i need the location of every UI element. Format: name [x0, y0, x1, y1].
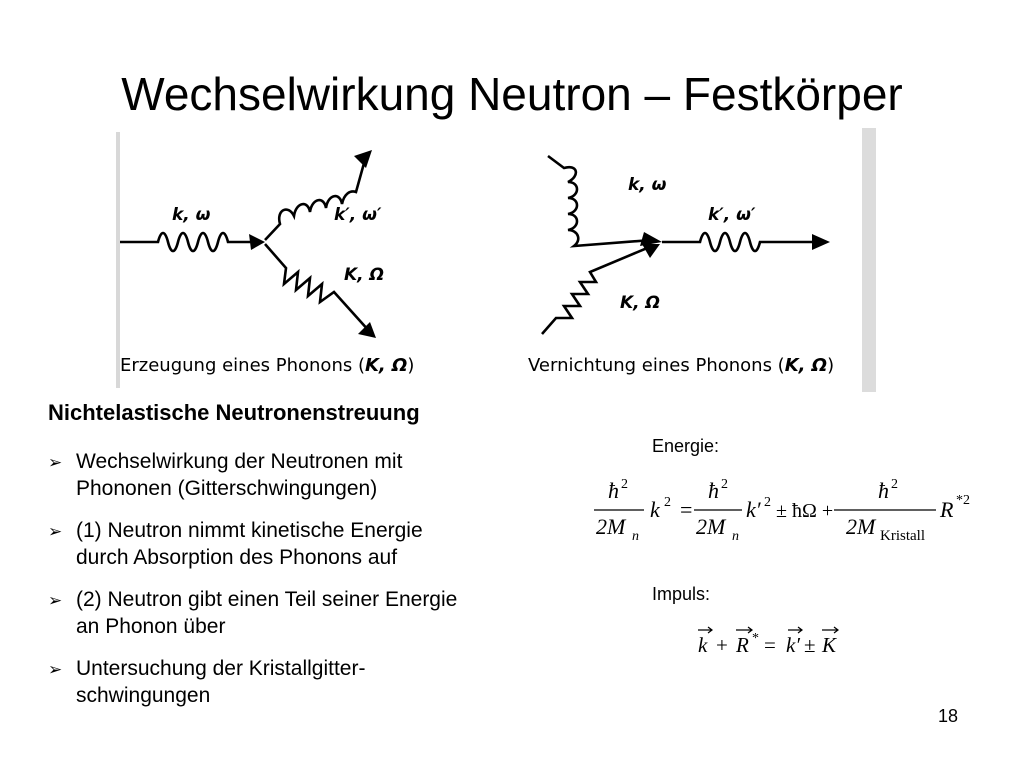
list-item-line: an Phonon über — [76, 615, 226, 638]
slide-title: Wechselwirkung Neutron – Festkörper — [121, 68, 903, 120]
energy-formula: ħ 2 2M n k 2 = ħ 2 2M n k′ 2 ± ħΩ + ħ 2 … — [594, 477, 970, 544]
outgoing-neutron-line — [662, 231, 812, 253]
star-superscript: * — [752, 631, 759, 646]
phonon-line — [541, 244, 653, 335]
list-item-line: Untersuchung der Kristallgitter- — [76, 657, 366, 680]
exponent: 2 — [664, 495, 671, 510]
mass-denominator: 2M — [596, 514, 627, 539]
list-item: ➢ (1) Neutron nimmt kinetische Energie d… — [48, 517, 568, 571]
section-heading: Nichtelastische Neutronenstreuung — [48, 400, 420, 425]
bullet-list: ➢ Wechselwirkung der Neutronen mit Phono… — [48, 448, 568, 724]
caption-symbol: K, Ω — [365, 355, 407, 376]
arrow-bullet-icon: ➢ — [48, 591, 63, 610]
momentum-label: Impuls: — [652, 584, 711, 604]
phonon-label: K, Ω — [620, 293, 660, 313]
caption-close: ) — [407, 355, 414, 376]
hbar-symbol: ħ — [608, 478, 619, 503]
k-symbol: k — [650, 497, 661, 522]
caption-text: Vernichtung eines Phonons ( — [528, 355, 785, 376]
r-star-symbol: R — [939, 497, 954, 522]
vector-arrow — [822, 626, 839, 634]
arrow-bullet-icon: ➢ — [48, 522, 63, 541]
caption-phonon-annihilation: Vernichtung eines Phonons (K, Ω) — [528, 355, 834, 376]
exponent: 2 — [891, 477, 898, 492]
phonon-wave-vector: K — [821, 633, 837, 657]
energy-label: Energie: — [652, 436, 720, 456]
outgoing-arrowhead — [812, 234, 830, 250]
phonon-arrowhead — [642, 244, 660, 258]
equals-sign: = — [764, 633, 776, 657]
list-item-line: Phononen (Gitterschwingungen) — [76, 477, 378, 500]
k-prime-symbol: k′ — [746, 497, 762, 522]
outgoing-label: k′, ω′ — [708, 205, 756, 225]
list-item-line: (1) Neutron nimmt kinetische Energie — [76, 519, 423, 542]
scan-edge-left — [116, 132, 120, 388]
subscript: n — [732, 529, 739, 544]
exponent: 2 — [721, 477, 728, 492]
subscript: n — [632, 529, 639, 544]
list-item-line: (2) Neutron gibt einen Teil seiner Energ… — [76, 588, 458, 611]
phonon-line — [264, 243, 371, 333]
page-number: 18 — [938, 706, 959, 726]
vector-arrow — [788, 626, 803, 634]
arrow-bullet-icon: ➢ — [48, 453, 63, 472]
incoming-arrowhead — [640, 232, 662, 246]
scan-edge-right — [862, 128, 876, 392]
exponent: 2 — [764, 495, 771, 510]
caption-symbol: K, Ω — [785, 355, 827, 376]
incoming-label: k, ω — [628, 175, 667, 195]
caption-phonon-creation: Erzeugung eines Phonons (K, Ω) — [120, 355, 414, 376]
incoming-arrowhead — [249, 234, 265, 250]
k-vector: k — [698, 633, 708, 657]
plus-sign: + — [716, 633, 728, 657]
feynman-diagrams-figure: k, ω k′, ω′ K, Ω Erzeugung eines Phonons… — [108, 128, 876, 392]
list-item-line: Wechselwirkung der Neutronen mit — [76, 450, 403, 473]
exponent: *2 — [956, 493, 970, 508]
vector-arrow — [736, 626, 753, 634]
incoming-neutron-line — [120, 231, 253, 253]
list-item-line: schwingungen — [76, 684, 211, 707]
list-item: ➢ (2) Neutron gibt einen Teil seiner Ene… — [48, 586, 568, 640]
exponent: 2 — [621, 477, 628, 492]
hbar-symbol: ħ — [878, 478, 889, 503]
r-vector: R — [735, 633, 749, 657]
outgoing-neutron-line — [264, 155, 368, 241]
momentum-formula: k + R * = k′ ± K — [698, 626, 839, 657]
plus-minus-sign: ± — [804, 633, 816, 657]
mass-denominator: 2M — [846, 514, 877, 539]
k-prime-vector: k′ — [786, 633, 800, 657]
outgoing-arrowhead — [354, 150, 372, 168]
caption-close: ) — [827, 355, 834, 376]
arrow-bullet-icon: ➢ — [48, 660, 63, 679]
list-item-line: durch Absorption des Phonons auf — [76, 546, 398, 569]
equals-sign: = — [680, 497, 692, 522]
list-item: ➢ Untersuchung der Kristallgitter- schwi… — [48, 655, 568, 709]
plus-minus-term: ± ħΩ + — [776, 500, 833, 522]
diagram-phonon-annihilation — [541, 154, 812, 335]
phonon-arrowhead — [358, 322, 376, 338]
incoming-neutron-line — [547, 154, 653, 248]
mass-denominator: 2M — [696, 514, 727, 539]
phonon-label: K, Ω — [344, 265, 384, 285]
hbar-symbol: ħ — [708, 478, 719, 503]
list-item: ➢ Wechselwirkung der Neutronen mit Phono… — [48, 448, 568, 502]
outgoing-label: k′, ω′ — [334, 205, 382, 225]
subscript: Kristall — [880, 528, 925, 544]
vector-arrow — [698, 626, 713, 634]
incoming-label: k, ω — [172, 205, 211, 225]
diagram-phonon-creation — [120, 155, 371, 333]
caption-text: Erzeugung eines Phonons ( — [120, 355, 365, 376]
